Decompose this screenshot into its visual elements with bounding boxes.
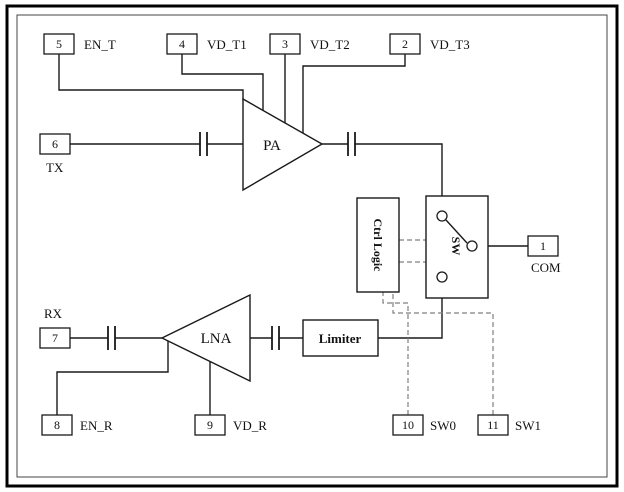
switch-throw-rx-node xyxy=(436,271,448,283)
limiter-block xyxy=(302,319,379,357)
pin-9-box xyxy=(194,414,226,436)
pin-3-number: 3 xyxy=(282,37,288,51)
pin-11-number: 11 xyxy=(487,418,499,432)
pin-11-label: SW1 xyxy=(515,418,541,433)
capacitors xyxy=(107,132,356,350)
lna-label: LNA xyxy=(201,331,232,347)
wire-vd-t1 xyxy=(181,54,264,111)
wire-en-r xyxy=(56,341,169,415)
pin-3-label: VD_T2 xyxy=(310,37,350,52)
pa-label: PA xyxy=(263,138,281,154)
pa-amplifier-symbol xyxy=(242,97,324,192)
pin-5-number: 5 xyxy=(56,37,62,51)
pin-2-label: VD_T3 xyxy=(430,37,470,52)
pin-6-number: 6 xyxy=(52,137,58,151)
inner-frame xyxy=(16,14,608,478)
capacitor-rx-input xyxy=(107,326,116,350)
wire-sw0-to-ctrl xyxy=(382,292,409,415)
pin-4-box xyxy=(166,33,198,55)
pin-3-box xyxy=(269,33,301,55)
pin-10-label: SW0 xyxy=(430,418,456,433)
pin-10-box xyxy=(392,414,424,436)
pin-7-label: RX xyxy=(44,306,63,321)
capacitor-pa-output xyxy=(347,132,356,156)
pin-11-box xyxy=(477,414,509,436)
pin-5-box xyxy=(43,33,75,55)
wire-cap-to-sw xyxy=(355,143,443,211)
pin-5: 5 EN_T xyxy=(43,33,116,55)
solid-wires xyxy=(56,54,528,415)
dashed-wires xyxy=(382,239,494,415)
pin-1: 1 COM xyxy=(527,235,561,275)
sw-block xyxy=(425,195,489,299)
pin-8: 8 EN_R xyxy=(41,414,113,436)
pin-6: 6 TX xyxy=(39,133,71,175)
switch-throw-tx-node xyxy=(436,210,448,222)
pin-11: 11 SW1 xyxy=(477,414,541,436)
pin-6-box xyxy=(39,133,71,155)
limiter-label: Limiter xyxy=(319,331,362,346)
pin-4-label: VD_T1 xyxy=(207,37,247,52)
switch-arm xyxy=(445,219,468,244)
pin-7-number: 7 xyxy=(52,331,58,345)
sw-label: SW xyxy=(449,237,463,256)
pin-2-number: 2 xyxy=(402,37,408,51)
pin-9-number: 9 xyxy=(207,418,213,432)
pin-4: 4 VD_T1 xyxy=(166,33,247,55)
pin-2: 2 VD_T3 xyxy=(389,33,470,55)
wire-vd-t3 xyxy=(302,54,406,133)
wire-sw1-to-ctrl xyxy=(392,292,494,415)
pin-6-label: TX xyxy=(46,160,64,175)
pin-8-box xyxy=(41,414,73,436)
ctrl-logic-block xyxy=(356,197,400,293)
pin-4-number: 4 xyxy=(179,37,185,51)
pin-8-label: EN_R xyxy=(80,418,113,433)
pin-10-number: 10 xyxy=(402,418,414,432)
capacitor-lna-output xyxy=(271,326,280,350)
pin-10: 10 SW0 xyxy=(392,414,456,436)
pin-1-box xyxy=(527,235,559,257)
pin-2-box xyxy=(389,33,421,55)
wire-en-t xyxy=(58,54,244,100)
pin-5-label: EN_T xyxy=(84,37,116,52)
wire-sw-to-limiter xyxy=(378,282,443,339)
ctrl-logic-label: Ctrl Logic xyxy=(371,219,385,273)
pin-8-number: 8 xyxy=(54,418,60,432)
switch-common-node xyxy=(466,240,478,252)
pin-9: 9 VD_R xyxy=(194,414,267,436)
pin-3: 3 VD_T2 xyxy=(269,33,350,55)
pin-7: RX 7 xyxy=(39,306,71,349)
pin-7-box xyxy=(39,327,71,349)
pin-1-number: 1 xyxy=(540,239,546,253)
capacitor-tx-input xyxy=(199,132,208,156)
pin-9-label: VD_R xyxy=(233,418,267,433)
pin-1-label: COM xyxy=(531,260,561,275)
outer-frame xyxy=(5,4,619,488)
lna-amplifier-symbol xyxy=(160,293,251,383)
